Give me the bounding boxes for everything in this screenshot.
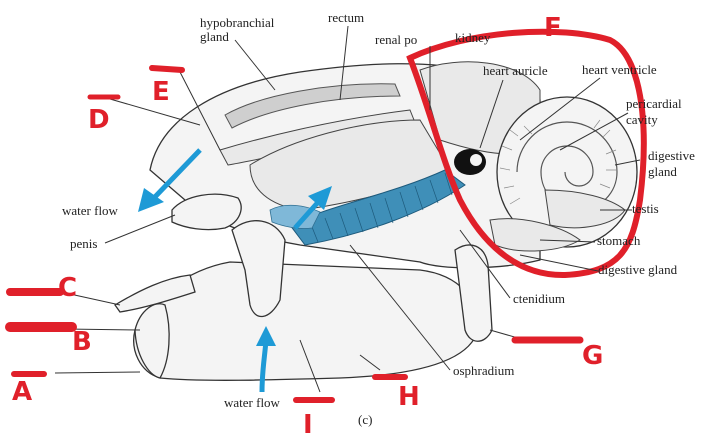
label-panel: (c) — [358, 412, 372, 427]
water-flow-arrows — [138, 148, 332, 393]
letter-c: C — [58, 273, 77, 303]
bottom-arrow-head — [256, 326, 276, 346]
ctenidium-gill-lines — [309, 172, 453, 243]
letter-f: F — [544, 13, 562, 43]
label-osphradium: osphradium — [453, 363, 514, 378]
inner-arrow-shaft — [293, 198, 322, 230]
hypobranchial-gland-shape — [224, 83, 401, 129]
label-heart-ventricle: heart ventricle — [582, 62, 657, 77]
left-arrow-shaft — [150, 148, 202, 202]
label-kidney: kidney — [455, 30, 491, 45]
leader-lines — [54, 25, 641, 393]
label-water-flow-left: water flow — [62, 203, 119, 218]
letter-a: A — [12, 377, 32, 407]
letter-d: D — [88, 105, 110, 135]
highlight-circle — [406, 28, 647, 279]
label-water-flow-bottom: water flow — [224, 395, 281, 410]
siphon — [231, 220, 286, 318]
label-renal: renal po — [375, 32, 417, 47]
label-digestive-gland-1: digestive — [648, 148, 695, 163]
inner-arrow-head — [308, 186, 332, 210]
label-pericardial-2: cavity — [626, 112, 658, 127]
letter-g: G — [582, 341, 603, 371]
heart-inner — [470, 154, 482, 166]
letter-i: I — [303, 410, 313, 437]
left-arrow-head — [138, 188, 164, 212]
label-digestive-gland-2: gland — [648, 164, 677, 179]
label-ctenidium: ctenidium — [513, 291, 565, 306]
label-heart-auricle: heart auricle — [483, 63, 548, 78]
ctenidium-shape — [289, 169, 466, 246]
mark-e — [149, 65, 185, 73]
snail-body — [114, 61, 638, 381]
penis-shape — [171, 193, 242, 231]
label-hypobranchial-1: hypobranchial — [200, 15, 275, 30]
letter-e: E — [152, 77, 170, 107]
right-fold — [454, 244, 493, 342]
label-hypobranchial-2: gland — [200, 29, 229, 44]
label-stomach: stomach — [597, 233, 641, 248]
label-digestive-gland-lower: digestive gland — [598, 262, 678, 277]
label-penis: penis — [70, 236, 97, 251]
tentacle-upper — [114, 274, 196, 313]
letter-b: B — [72, 327, 92, 357]
handwritten-annotations: D E F C B A G H I — [5, 13, 603, 437]
label-pericardial-1: pericardial — [626, 96, 682, 111]
letter-h: H — [398, 382, 420, 412]
stomach-shape — [489, 218, 581, 252]
tentacle-lower — [134, 303, 170, 379]
label-rectum: rectum — [328, 10, 364, 25]
gland-texture — [499, 119, 617, 205]
label-testis: testis — [632, 201, 659, 216]
